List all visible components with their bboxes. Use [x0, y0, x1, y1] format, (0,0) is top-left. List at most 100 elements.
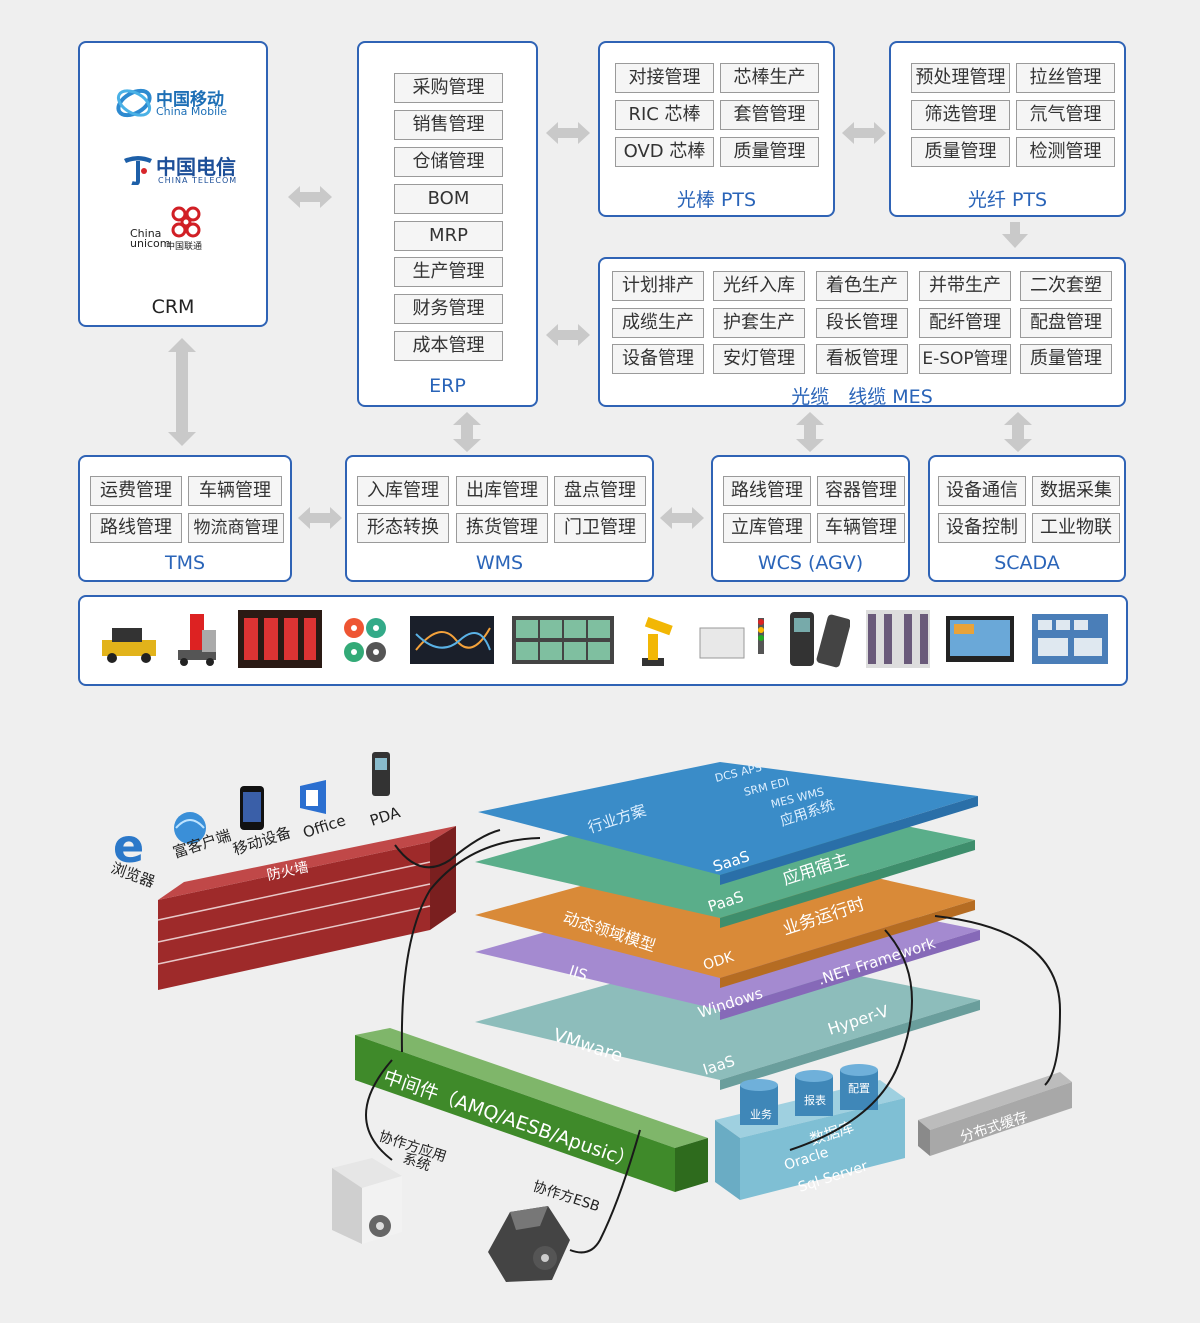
wms-title: WMS	[475, 552, 524, 574]
mes-item[interactable]: 成缆生产	[612, 308, 704, 338]
scada-item[interactable]: 数据采集	[1032, 476, 1120, 506]
scada-item[interactable]: 设备通信	[938, 476, 1026, 506]
mes-item[interactable]: 配纤管理	[919, 308, 1011, 338]
wcs-item[interactable]: 车辆管理	[817, 513, 905, 543]
wcs-item[interactable]: 路线管理	[723, 476, 811, 506]
china-unicom-en: China unicom	[130, 227, 171, 250]
erp-item[interactable]: 生产管理	[394, 257, 503, 287]
svg-text:业务: 业务	[750, 1108, 772, 1121]
mes-item[interactable]: 计划排产	[612, 271, 704, 301]
rod-pts-item[interactable]: 芯棒生产	[720, 63, 819, 93]
robot-arm-icon	[642, 616, 673, 666]
tms-item[interactable]: 运费管理	[90, 476, 182, 506]
double-arrow-icon	[546, 324, 590, 346]
erp-item[interactable]: 财务管理	[394, 294, 503, 324]
erp-item[interactable]: 成本管理	[394, 331, 503, 361]
plc-io-icon	[699, 618, 764, 659]
vertical-double-arrow-icon	[1004, 412, 1032, 452]
china-telecom-en: CHINA TELECOM	[158, 176, 238, 185]
china-unicom-logo: China unicom 中国联通	[130, 205, 240, 255]
erp-item[interactable]: MRP	[394, 221, 503, 251]
erp-box: 采购管理 销售管理 仓储管理 BOM MRP 生产管理 财务管理 成本管理 ER…	[357, 41, 538, 407]
mes-item[interactable]: 着色生产	[816, 271, 908, 301]
wms-item[interactable]: 形态转换	[357, 513, 449, 543]
rod-pts-item[interactable]: 质量管理	[720, 137, 819, 167]
mes-title: 光缆 线缆 MES	[791, 386, 933, 408]
tms-item[interactable]: 路线管理	[90, 513, 182, 543]
mobile-device-icon	[240, 786, 264, 830]
svg-text:IIS: IIS	[567, 962, 590, 985]
down-arrow-icon	[1002, 222, 1028, 248]
wms-item[interactable]: 出库管理	[456, 476, 548, 506]
fiber-pts-box: 预处理管理 拉丝管理 筛选管理 氘气管理 质量管理 检测管理 光纤 PTS	[889, 41, 1126, 217]
wms-item[interactable]: 盘点管理	[554, 476, 646, 506]
erp-item[interactable]: 销售管理	[394, 110, 503, 140]
rod-pts-item[interactable]: 对接管理	[615, 63, 714, 93]
erp-title: ERP	[429, 375, 466, 397]
vertical-double-arrow-icon	[168, 338, 196, 446]
spools-icon	[344, 618, 386, 662]
pda-icon	[372, 752, 390, 796]
distributed-cache-bar: 分布式缓存	[918, 1072, 1072, 1156]
wcs-item[interactable]: 容器管理	[817, 476, 905, 506]
mes-item[interactable]: 并带生产	[919, 271, 1011, 301]
handheld-scanner-icon	[790, 612, 850, 668]
wms-item[interactable]: 门卫管理	[554, 513, 646, 543]
rod-pts-title: 光棒 PTS	[676, 189, 757, 211]
erp-item[interactable]: 仓储管理	[394, 147, 503, 177]
wcs-title: WCS (AGV)	[757, 552, 864, 574]
double-arrow-icon	[288, 186, 332, 208]
china-mobile-en: China Mobile	[156, 105, 228, 118]
wms-item[interactable]: 入库管理	[357, 476, 449, 506]
wms-item[interactable]: 拣货管理	[456, 513, 548, 543]
tms-item[interactable]: 车辆管理	[188, 476, 282, 506]
firewall: 防火墙	[157, 826, 456, 990]
mes-item[interactable]: 段长管理	[816, 308, 908, 338]
mes-item[interactable]: 安灯管理	[713, 344, 805, 374]
wms-box: 入库管理 出库管理 盘点管理 形态转换 拣货管理 门卫管理 WMS	[345, 455, 654, 582]
hmi-screen-icon	[1032, 614, 1108, 664]
agv-icon	[102, 628, 156, 663]
chart-screen-icon	[410, 616, 494, 664]
scada-item[interactable]: 工业物联	[1032, 513, 1120, 543]
erp-item[interactable]: BOM	[394, 184, 503, 214]
mes-item[interactable]: 光纤入库	[713, 271, 805, 301]
wcs-item[interactable]: 立库管理	[723, 513, 811, 543]
office-icon	[300, 780, 326, 814]
scada-title: SCADA	[994, 552, 1060, 574]
erp-item[interactable]: 采购管理	[394, 73, 503, 103]
scada-item[interactable]: 设备控制	[938, 513, 1026, 543]
fiber-pts-item[interactable]: 质量管理	[911, 137, 1010, 167]
rod-pts-item[interactable]: 套管管理	[720, 100, 819, 130]
double-arrow-icon	[660, 507, 704, 529]
architecture-diagram: e 浏览器 富客户端 移动设备 Office PDA 防火墙 VMware Hy…	[109, 752, 1072, 1282]
china-mobile-logo: 中国移动 China Mobile	[114, 83, 254, 123]
rod-pts-item[interactable]: RIC 芯棒	[615, 100, 714, 130]
mes-item[interactable]: 设备管理	[612, 344, 704, 374]
svg-text:e: e	[113, 819, 144, 873]
fiber-pts-item[interactable]: 氘气管理	[1016, 100, 1115, 130]
tms-item[interactable]: 物流商管理	[188, 513, 284, 543]
scada-box: 设备通信 数据采集 设备控制 工业物联 SCADA	[928, 455, 1126, 582]
mes-item[interactable]: E-SOP管理	[919, 344, 1011, 374]
fiber-pts-title: 光纤 PTS	[967, 189, 1048, 211]
fiber-pts-item[interactable]: 检测管理	[1016, 137, 1115, 167]
connection-cables	[365, 829, 1062, 1254]
mes-item[interactable]: 质量管理	[1020, 344, 1112, 374]
fiber-pts-item[interactable]: 预处理管理	[911, 63, 1010, 93]
rich-client-icon	[174, 812, 206, 844]
china-mobile-cn: 中国移动	[156, 90, 224, 110]
fiber-pts-item[interactable]: 筛选管理	[911, 100, 1010, 130]
wcs-box: 路线管理 容器管理 立库管理 车辆管理 WCS (AGV)	[711, 455, 910, 582]
china-telecom-cn: 中国电信	[156, 155, 236, 179]
vertical-double-arrow-icon	[453, 412, 481, 452]
mes-item[interactable]: 护套生产	[713, 308, 805, 338]
saas-layer: 行业方案 应用系统 SaaS DCS APS SRM EDI MES WMS	[478, 761, 978, 885]
fiber-pts-item[interactable]: 拉丝管理	[1016, 63, 1115, 93]
mes-item[interactable]: 配盘管理	[1020, 308, 1112, 338]
mes-item[interactable]: 二次套塑	[1020, 271, 1112, 301]
browser-icon: e	[113, 819, 144, 873]
mes-item[interactable]: 看板管理	[816, 344, 908, 374]
rod-pts-item[interactable]: OVD 芯棒	[615, 137, 714, 167]
database-block: 业务 报表 配置 数据库 Oracle Sql Server	[715, 1064, 905, 1200]
